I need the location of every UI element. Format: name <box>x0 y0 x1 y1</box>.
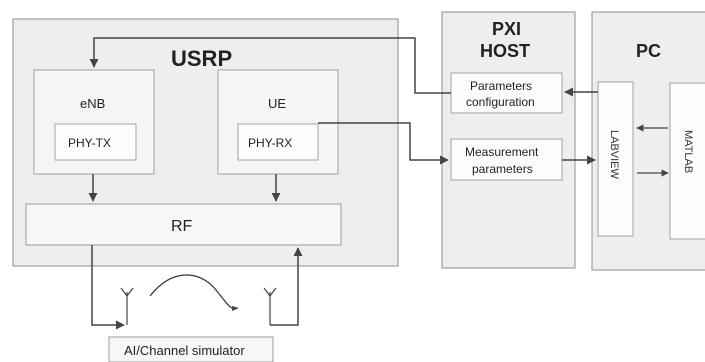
tx-antenna-icon <box>120 287 134 325</box>
labview-label: LABVIEW <box>608 130 620 180</box>
pc-title: PC <box>636 41 661 61</box>
rx-antenna-icon <box>263 287 277 325</box>
parameters-configuration-line1: Parameters <box>470 79 532 93</box>
channel-simulator-label: AI/Channel simulator <box>124 343 245 358</box>
matlab-label: MATLAB <box>682 130 694 173</box>
pxi-title-line2: HOST <box>480 41 530 61</box>
phy-rx-to-measurement-arrow <box>318 122 449 165</box>
measurement-parameters-line1: Measurement <box>465 145 539 159</box>
phy-tx-label: PHY-TX <box>68 136 111 150</box>
channel-simulator-box <box>108 336 274 362</box>
measurement-parameters-line2: parameters <box>472 162 533 176</box>
rx-antenna-to-rf-arrow <box>270 247 303 326</box>
parameters-configuration-box <box>450 72 563 114</box>
labview-box <box>597 81 634 237</box>
rf-to-tx-antenna-arrow <box>91 245 125 330</box>
parameters-to-usrp-arrow <box>89 37 451 94</box>
ue-label: UE <box>268 96 286 111</box>
enb-label: eNB <box>80 96 105 111</box>
channel-wave <box>149 274 233 309</box>
rf-label: RF <box>171 218 193 235</box>
phy-tx-box <box>54 123 137 161</box>
parameters-configuration-line2: configuration <box>466 95 535 109</box>
matlab-box <box>669 82 705 240</box>
usrp-title: USRP <box>171 46 232 71</box>
phy-rx-label: PHY-RX <box>248 136 292 150</box>
wave-arrowhead <box>232 306 239 311</box>
rf-box <box>25 203 342 246</box>
phy-rx-box <box>237 123 319 161</box>
pxi-title-line1: PXI <box>492 19 521 39</box>
measurement-parameters-box <box>450 138 563 181</box>
